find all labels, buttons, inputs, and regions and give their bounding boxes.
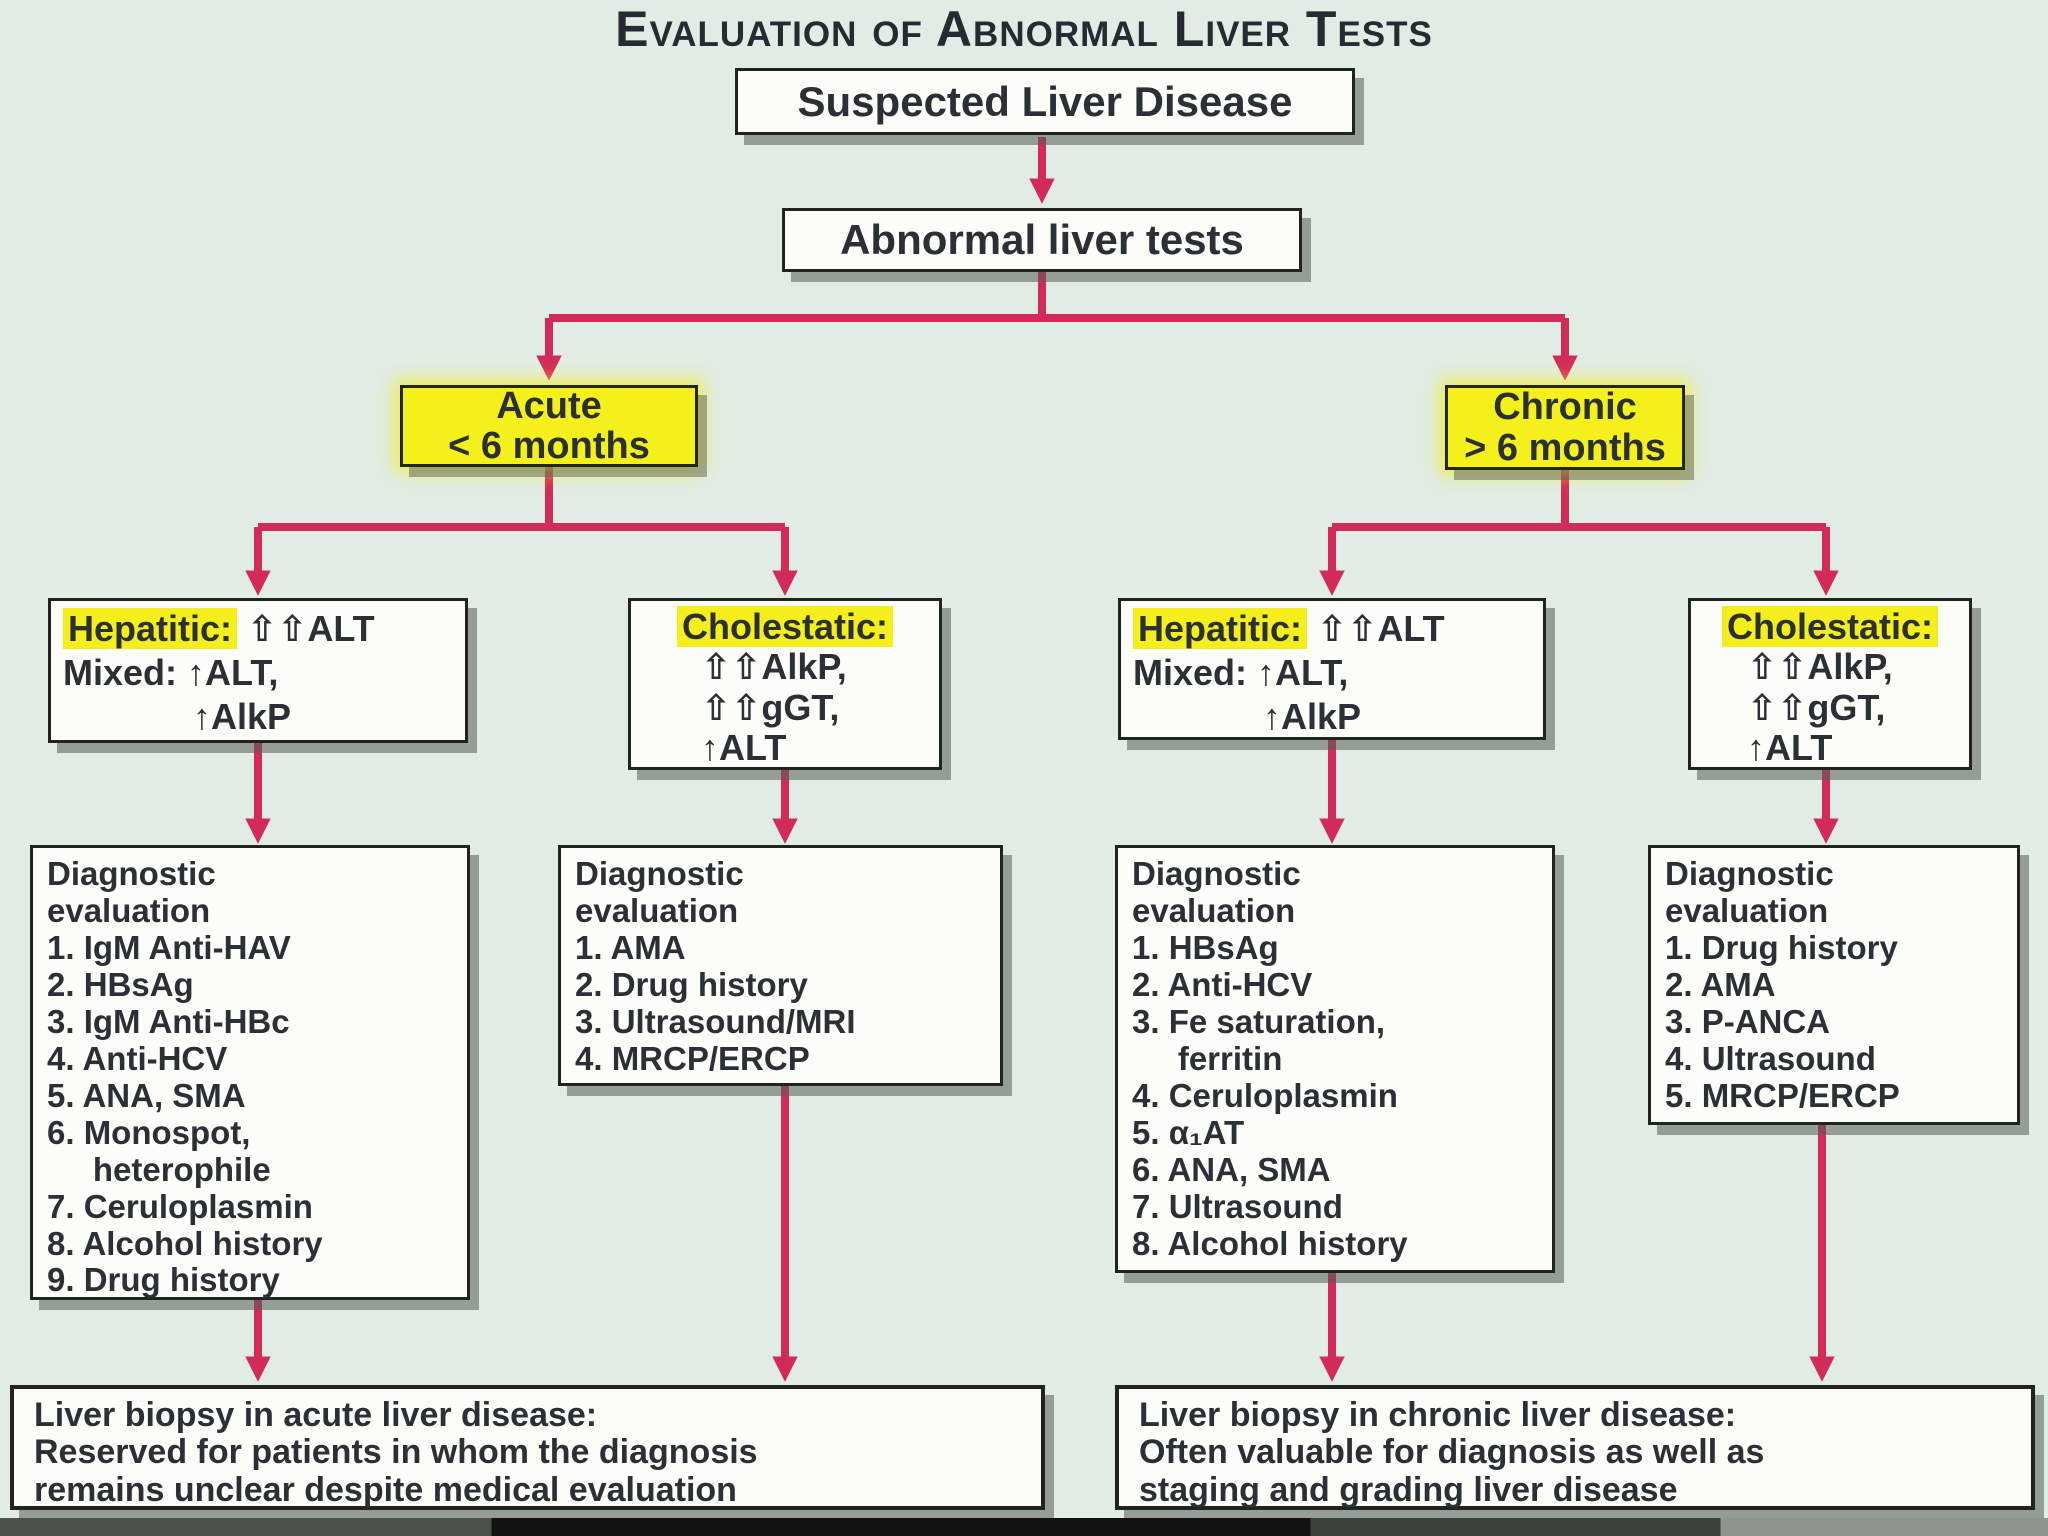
cholestatic-heading: Cholestatic: bbox=[1703, 606, 1957, 647]
node-chronic-hepatitic-pattern: Hepatitic: ⇧⇧ALT Mixed: ↑ALT, ↑AlkP bbox=[1118, 598, 1546, 740]
diagnostic-heading: Diagnostic evaluation bbox=[1665, 855, 1834, 929]
bottom-edge-bar bbox=[0, 1518, 2048, 1536]
diagnostic-item: 5. α₁AT bbox=[1132, 1113, 1245, 1151]
diagnostic-heading: Diagnostic evaluation bbox=[1132, 855, 1301, 929]
pattern-line1: Hepatitic: ⇧⇧ALT bbox=[1133, 607, 1531, 651]
diagnostic-item: 4. Anti-HCV bbox=[47, 1039, 228, 1077]
node-suspected-liver-disease: Suspected Liver Disease bbox=[735, 68, 1355, 135]
node-label: Abnormal liver tests bbox=[840, 216, 1244, 263]
diagnostic-item: 3. P-ANCA bbox=[1665, 1002, 1831, 1040]
cholestatic-lines: ⇧⇧AlkP, ⇧⇧gGT, ↑ALT bbox=[701, 646, 847, 768]
cholestatic-highlight: Cholestatic: bbox=[676, 606, 894, 647]
acute-label: Acute bbox=[496, 384, 602, 427]
diagnostic-item: 4. MRCP/ERCP bbox=[575, 1039, 810, 1077]
diagnostic-item: 6. ANA, SMA bbox=[1132, 1150, 1331, 1188]
diagnostic-item: 9. Drug history bbox=[47, 1261, 280, 1299]
diagnostic-item: 5. MRCP/ERCP bbox=[1665, 1076, 1900, 1114]
diagnostic-heading: Diagnostic evaluation bbox=[47, 855, 216, 929]
node-chronic-cholestatic-pattern: Cholestatic: ⇧⇧AlkP, ⇧⇧gGT, ↑ALT bbox=[1688, 598, 1972, 770]
diagnostic-item: 3. IgM Anti-HBc bbox=[47, 1002, 290, 1040]
diagnostic-item: 1. IgM Anti-HAV bbox=[47, 928, 291, 966]
pattern-line2: Mixed: ↑ALT, bbox=[63, 651, 279, 693]
diagnostic-item: 7. Ceruloplasmin bbox=[47, 1187, 313, 1225]
diagnostic-item: 2. HBsAg bbox=[47, 965, 194, 1003]
node-liver-biopsy-chronic: Liver biopsy in chronic liver disease: O… bbox=[1115, 1385, 2035, 1510]
node-chronic: Chronic > 6 months bbox=[1445, 385, 1685, 470]
node-diagnostic-evaluation-chronic-hepatitic: Diagnostic evaluation 1. HBsAg 2. Anti-H… bbox=[1115, 845, 1555, 1273]
node-acute: Acute < 6 months bbox=[400, 385, 698, 467]
diagnostic-item: 4. Ceruloplasmin bbox=[1132, 1076, 1398, 1114]
acute-duration: < 6 months bbox=[448, 425, 650, 467]
node-acute-hepatitic-pattern: Hepatitic: ⇧⇧ALT Mixed: ↑ALT, ↑AlkP bbox=[48, 598, 468, 743]
pattern-line3: ↑AlkP bbox=[1263, 695, 1362, 737]
diagnostic-item: 2. AMA bbox=[1665, 965, 1776, 1003]
alt-elevation: ⇧⇧ALT bbox=[1307, 608, 1445, 649]
chronic-label: Chronic bbox=[1493, 386, 1637, 429]
hepatitic-highlight: Hepatitic: bbox=[63, 608, 238, 649]
diagnostic-item: 7. Ultrasound bbox=[1132, 1187, 1343, 1225]
pattern-line1: Hepatitic: ⇧⇧ALT bbox=[63, 607, 453, 651]
alt-elevation: ⇧⇧ALT bbox=[237, 608, 375, 649]
cholestatic-lines: ⇧⇧AlkP, ⇧⇧gGT, ↑ALT bbox=[1747, 646, 1893, 768]
diagnostic-item: 2. Drug history bbox=[575, 965, 808, 1003]
node-label: Suspected Liver Disease bbox=[797, 77, 1293, 125]
hepatitic-highlight: Hepatitic: bbox=[1133, 608, 1308, 649]
pattern-line2: Mixed: ↑ALT, bbox=[1133, 651, 1349, 693]
chronic-duration: > 6 months bbox=[1464, 426, 1666, 469]
node-acute-cholestatic-pattern: Cholestatic: ⇧⇧AlkP, ⇧⇧gGT, ↑ALT bbox=[628, 598, 942, 770]
node-diagnostic-evaluation-acute-cholestatic: Diagnostic evaluation 1. AMA 2. Drug his… bbox=[558, 845, 1003, 1086]
diagnostic-item: 4. Ultrasound bbox=[1665, 1039, 1876, 1077]
diagnostic-item: 8. Alcohol history bbox=[47, 1224, 323, 1262]
diagnostic-item: 1. HBsAg bbox=[1132, 928, 1279, 966]
diagnostic-item: 6. Monospot, heterophile bbox=[47, 1113, 271, 1188]
diagnostic-heading: Diagnostic evaluation bbox=[575, 855, 744, 929]
diagnostic-item: 5. ANA, SMA bbox=[47, 1076, 246, 1114]
cholestatic-highlight: Cholestatic: bbox=[1721, 606, 1939, 647]
node-diagnostic-evaluation-chronic-cholestatic: Diagnostic evaluation 1. Drug history 2.… bbox=[1648, 845, 2020, 1125]
node-liver-biopsy-acute: Liver biopsy in acute liver disease: Res… bbox=[10, 1385, 1045, 1510]
diagnostic-item: 3. Ultrasound/MRI bbox=[575, 1002, 856, 1040]
pattern-line3: ↑AlkP bbox=[193, 695, 292, 737]
page-title: Evaluation of Abnormal Liver Tests bbox=[615, 1, 1433, 57]
diagnostic-item: 8. Alcohol history bbox=[1132, 1224, 1408, 1262]
diagnostic-item: 3. Fe saturation, ferritin bbox=[1132, 1002, 1386, 1077]
node-abnormal-liver-tests: Abnormal liver tests bbox=[782, 208, 1302, 272]
node-diagnostic-evaluation-acute-hepatitic: Diagnostic evaluation 1. IgM Anti-HAV 2.… bbox=[30, 845, 470, 1300]
diagnostic-item: 1. Drug history bbox=[1665, 928, 1898, 966]
cholestatic-heading: Cholestatic: bbox=[643, 606, 927, 647]
diagnostic-item: 2. Anti-HCV bbox=[1132, 965, 1313, 1003]
diagnostic-item: 1. AMA bbox=[575, 928, 686, 966]
